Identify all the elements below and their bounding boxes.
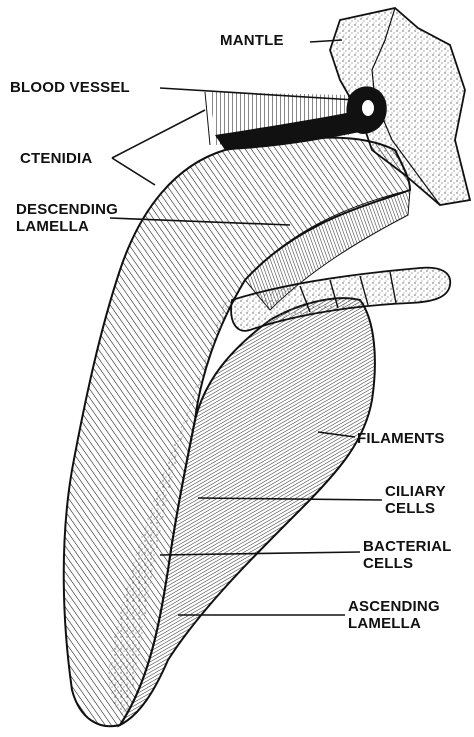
ctenidia-leader-lower [112,158,155,185]
label-descending-lamella: DESCENDING LAMELLA [16,201,118,235]
label-ciliary-cells: CILIARY CELLS [385,483,446,517]
descending-lamella-leader [110,218,290,225]
label-blood-vessel: BLOOD VESSEL [10,79,130,96]
mantle-leader [310,40,342,42]
blood-vessel-leader [160,88,355,100]
ciliary-cells-leader [198,498,382,500]
filaments-leader [318,432,355,437]
label-bacterial-cells: BACTERIAL CELLS [363,538,451,572]
label-ascending-lamella: ASCENDING LAMELLA [348,598,440,632]
bacterial-cells-leader [160,552,360,555]
ctenidia-leader-upper [112,110,205,158]
label-filaments: FILAMENTS [357,430,445,447]
label-ctenidia: CTENIDIA [20,150,92,167]
label-mantle: MANTLE [220,32,284,49]
